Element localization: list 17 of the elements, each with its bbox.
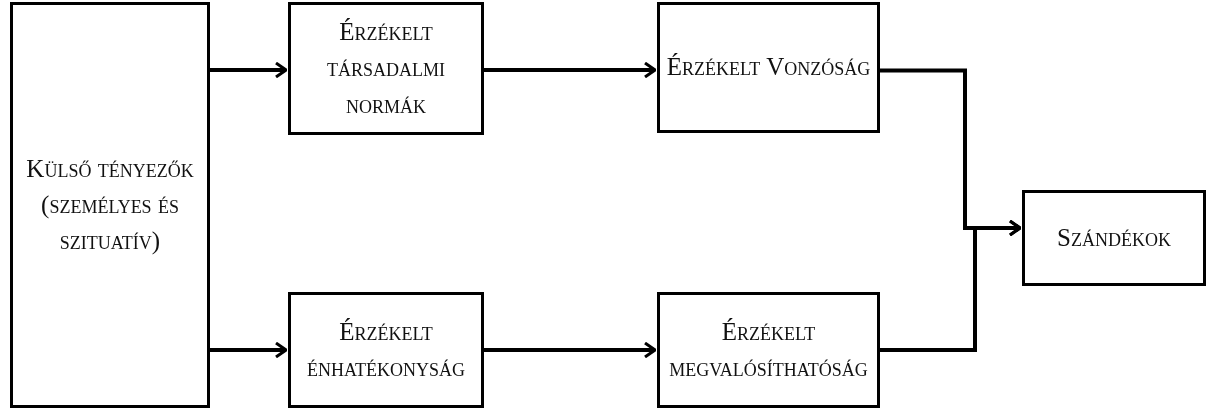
process-box: [657, 2, 880, 133]
box-label: Érzékelt megvalósíthatóság: [668, 316, 869, 383]
outcome-box: [1022, 190, 1206, 286]
arrow: [210, 61, 288, 79]
process-box: [288, 2, 484, 135]
factor-box: [10, 2, 210, 408]
box-label: Külső tényezők (személyes és szituatív): [25, 153, 195, 257]
process-box: [288, 292, 484, 408]
box-label: Érzékelt Vonzóság: [665, 52, 872, 83]
arrow: [484, 341, 657, 359]
arrow: [210, 341, 288, 359]
arrow: [880, 219, 1022, 352]
box-label: Érzékelt énhatékonyság: [306, 316, 466, 383]
process-box: [657, 292, 880, 408]
box-label: Érzékelt társadalmi normák: [326, 17, 446, 120]
arrow: [484, 61, 657, 79]
box-label: Szándékok: [1056, 222, 1172, 253]
